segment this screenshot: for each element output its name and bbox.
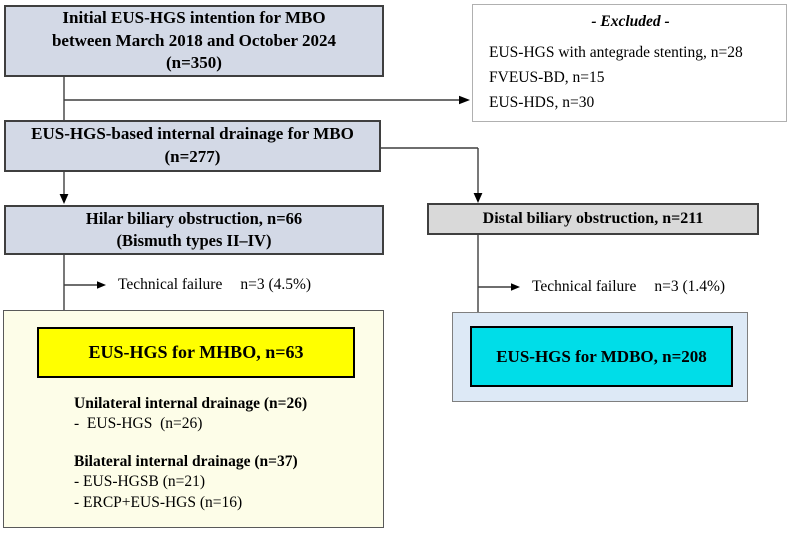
box-mhbo: EUS-HGS for MHBO, n=63 bbox=[37, 327, 355, 378]
arrowhead-hilar bbox=[59, 194, 69, 204]
bilateral-drainage-item: - ERCP+EUS-HGS (n=16) bbox=[74, 493, 243, 511]
unilateral-drainage-item: - EUS-HGS (n=26) bbox=[74, 415, 203, 433]
arrowhead-technical-failure-right bbox=[511, 283, 520, 291]
box-hilar-obstruction: Hilar biliary obstruction, n=66 (Bismuth… bbox=[4, 205, 384, 255]
spacer bbox=[74, 435, 374, 452]
mhbo-details: Unilateral internal drainage (n=26) - EU… bbox=[74, 394, 374, 513]
technical-failure-right: Technical failure n=3 (1.4%) bbox=[532, 278, 725, 296]
excluded-item: EUS-HDS, n=30 bbox=[489, 93, 595, 111]
box-mdbo: EUS-HGS for MDBO, n=208 bbox=[470, 326, 733, 387]
technical-failure-right-value: n=3 (1.4%) bbox=[654, 278, 726, 295]
technical-failure-left-value: n=3 (4.5%) bbox=[240, 276, 312, 293]
technical-failure-left-label: Technical failure bbox=[118, 276, 223, 293]
bilateral-drainage-item: - EUS-HGSB (n=21) bbox=[74, 473, 206, 491]
box-excluded: - Excluded - EUS-HGS with antegrade sten… bbox=[472, 4, 787, 122]
excluded-title: - Excluded - bbox=[591, 13, 670, 30]
box-distal-obstruction: Distal biliary obstruction, n=211 bbox=[427, 203, 759, 235]
excluded-item: FVEUS-BD, n=15 bbox=[489, 68, 605, 86]
box-initial-intention: Initial EUS-HGS intention for MBO betwee… bbox=[4, 5, 384, 77]
box-internal-drainage: EUS-HGS-based internal drainage for MBO … bbox=[4, 120, 381, 172]
arrowhead-technical-failure-left bbox=[97, 281, 106, 289]
technical-failure-left: Technical failure n=3 (4.5%) bbox=[118, 276, 311, 294]
technical-failure-right-label: Technical failure bbox=[532, 278, 637, 295]
excluded-item: EUS-HGS with antegrade stenting, n=28 bbox=[489, 44, 743, 61]
arrowhead-distal bbox=[473, 193, 483, 203]
unilateral-drainage-title: Unilateral internal drainage (n=26) bbox=[74, 395, 308, 412]
arrowhead-excluded bbox=[459, 95, 470, 105]
bilateral-drainage-title: Bilateral internal drainage (n=37) bbox=[74, 452, 298, 470]
